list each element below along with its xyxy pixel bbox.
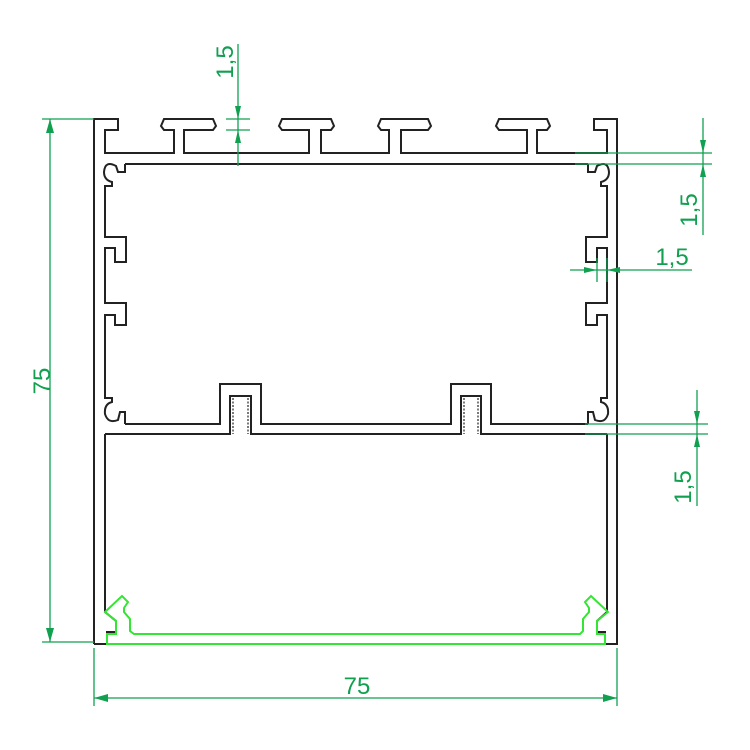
screw-thread-right: [463, 398, 479, 434]
dimension-height: [42, 118, 94, 643]
profile-outline: [93, 118, 618, 645]
top-wall-label: 1,5: [676, 193, 703, 226]
diffuser: [103, 594, 610, 645]
shelf-label: 1,5: [670, 470, 697, 503]
left-inner-wall: [102, 163, 127, 424]
side-wall-label: 1,5: [655, 244, 688, 271]
height-label: 75: [29, 368, 56, 395]
top-fin-label: 1,5: [212, 45, 239, 78]
dimension-width: [93, 648, 618, 706]
dimension-top-wall: [575, 118, 712, 235]
shelf-upper: [125, 383, 588, 425]
shelf-lower: [105, 395, 607, 435]
dimension-top-fin: [226, 44, 250, 166]
right-inner-wall: [585, 163, 611, 424]
dimension-side-wall: [570, 258, 692, 282]
width-label: 75: [344, 673, 371, 700]
dimension-shelf: [585, 390, 708, 506]
screw-thread-left: [232, 398, 249, 434]
